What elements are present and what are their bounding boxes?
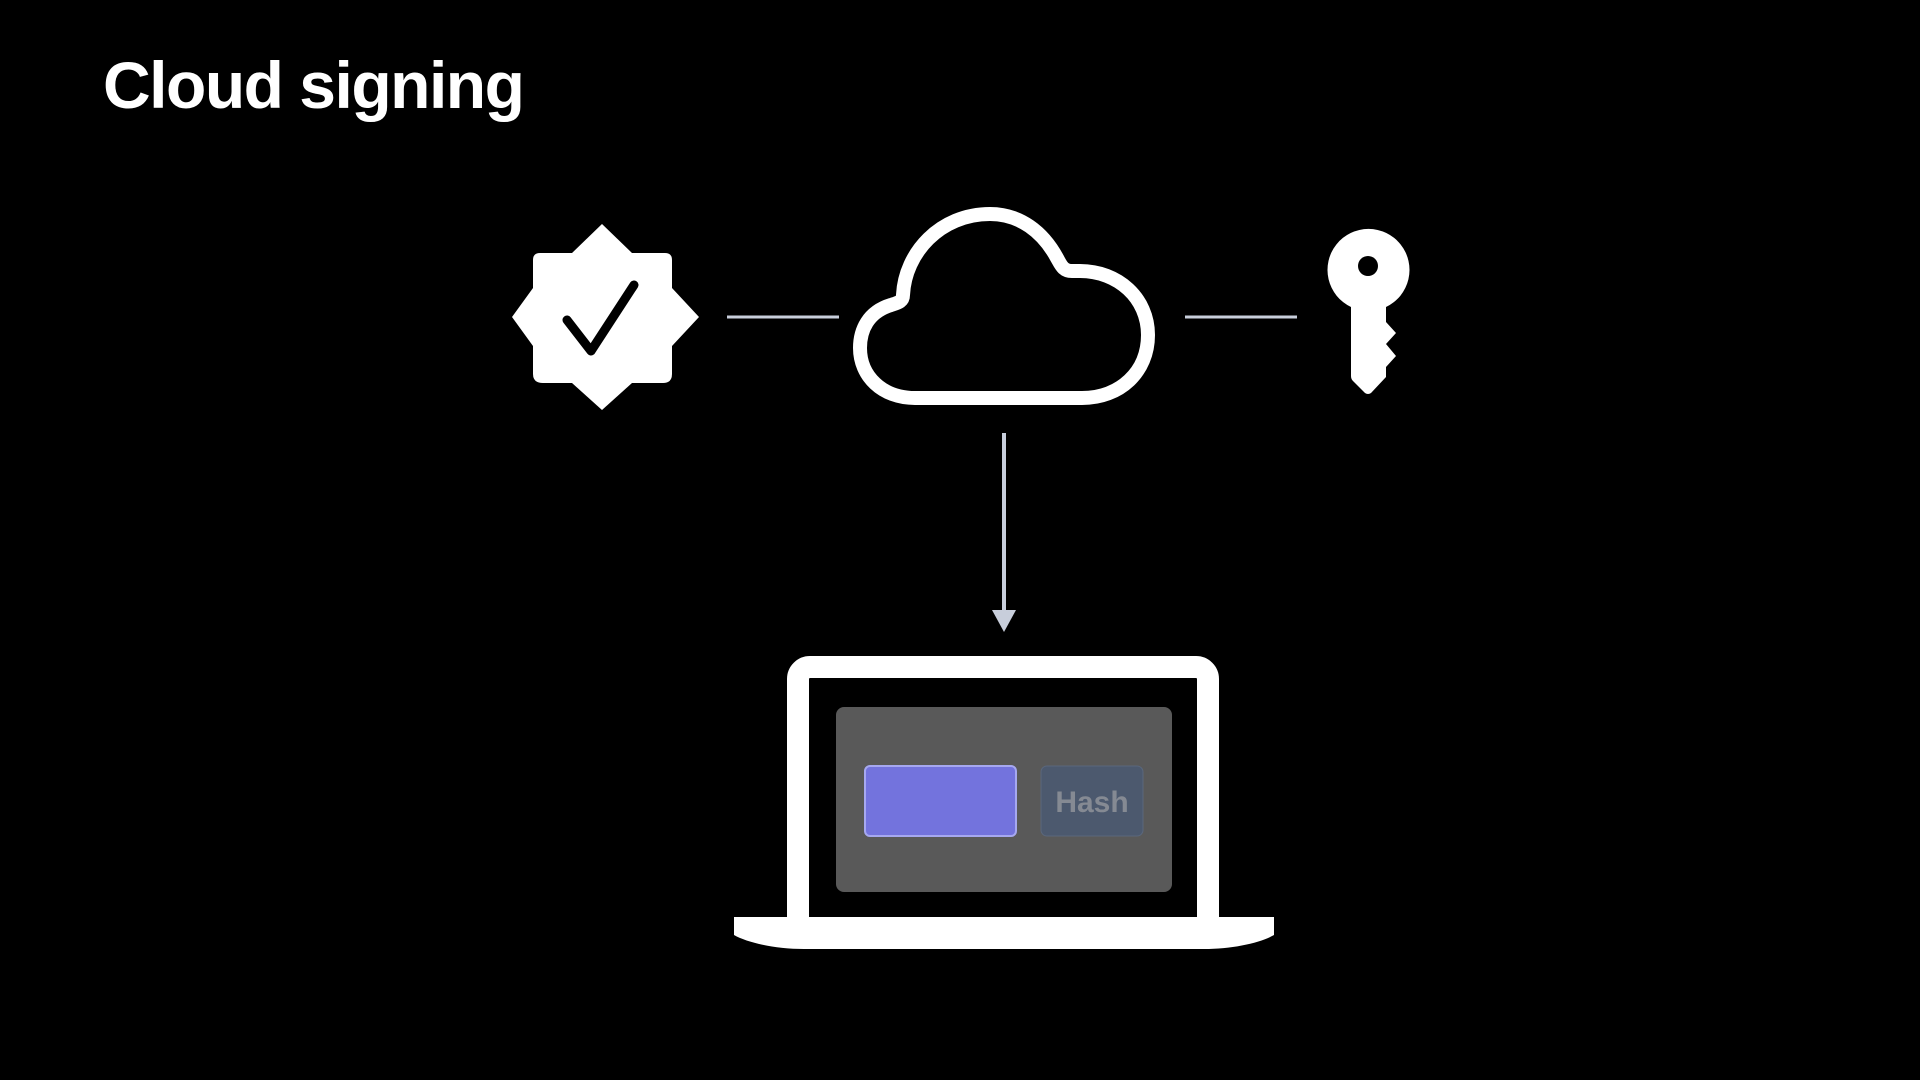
laptop-base	[734, 917, 1274, 949]
data-block	[864, 765, 1017, 837]
key-icon	[1327, 228, 1410, 394]
hash-label: Hash	[1055, 786, 1128, 819]
laptop-icon: Hash	[734, 656, 1274, 949]
arrow-cloud-to-laptop	[992, 433, 1016, 632]
cloud-icon	[853, 207, 1155, 405]
checkmark-seal-icon	[512, 224, 699, 410]
hash-block	[1040, 765, 1144, 837]
slide-title: Cloud signing	[103, 48, 525, 122]
